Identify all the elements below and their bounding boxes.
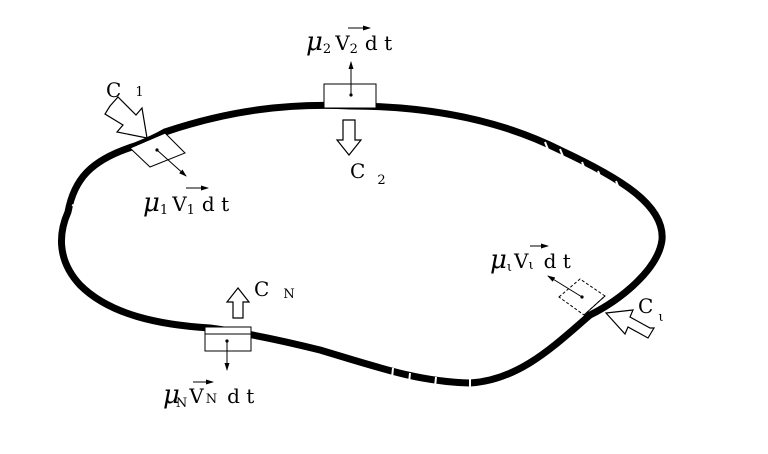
velocity-iota-arrow xyxy=(547,275,583,298)
loop-gap-marks xyxy=(71,141,621,388)
element-n-box xyxy=(204,326,252,352)
outflow-arrow-c2 xyxy=(335,119,363,156)
velocity-1-arrow xyxy=(156,149,187,177)
element-n xyxy=(204,287,252,371)
outflow-arrow-cn xyxy=(225,287,251,319)
inflow-arrow-c1 xyxy=(104,96,148,139)
element-iota xyxy=(547,275,656,339)
element-1 xyxy=(104,96,187,177)
element-2 xyxy=(323,61,377,156)
inflow-arrow-ci xyxy=(604,309,656,339)
